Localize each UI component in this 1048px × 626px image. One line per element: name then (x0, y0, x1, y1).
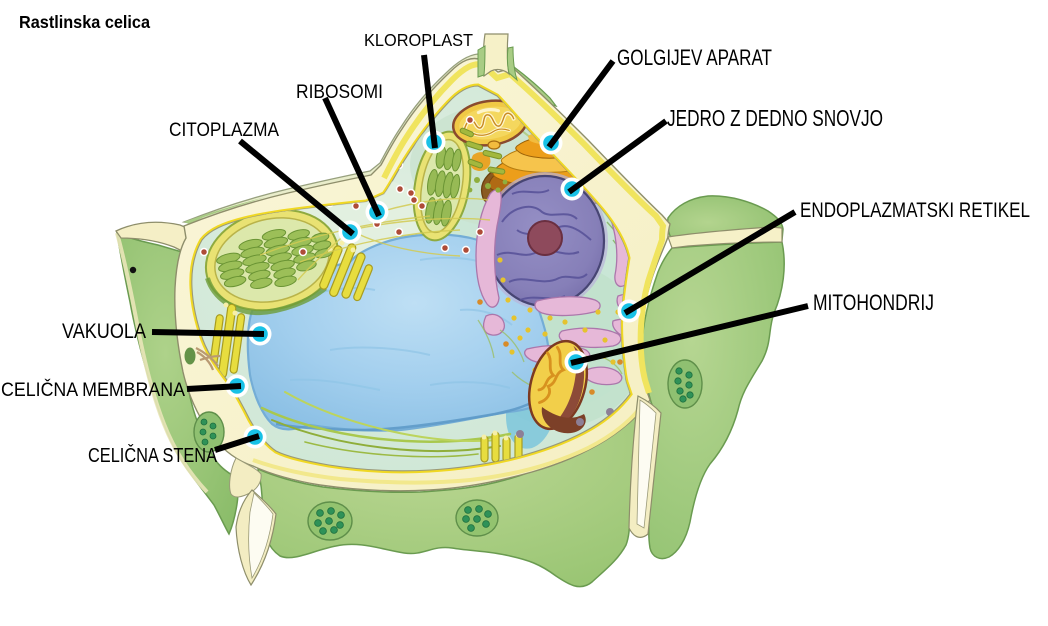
svg-text:MITOHONDRIJ: MITOHONDRIJ (813, 290, 934, 315)
svg-text:Rastlinska celica: Rastlinska celica (19, 12, 150, 32)
svg-text:CELIČNA MEMBRANA: CELIČNA MEMBRANA (1, 378, 186, 401)
svg-text:GOLGIJEV APARAT: GOLGIJEV APARAT (617, 45, 772, 70)
svg-text:RIBOSOMI: RIBOSOMI (296, 81, 383, 103)
svg-text:KLOROPLAST: KLOROPLAST (364, 30, 473, 50)
svg-text:VAKUOLA: VAKUOLA (62, 320, 146, 343)
svg-text:CELIČNA STENA: CELIČNA STENA (88, 444, 217, 467)
svg-text:CITOPLAZMA: CITOPLAZMA (169, 119, 280, 141)
svg-text:ENDOPLAZMATSKI RETIKEL: ENDOPLAZMATSKI RETIKEL (800, 198, 1030, 222)
svg-text:JEDRO Z DEDNO SNOVJO: JEDRO Z DEDNO SNOVJO (667, 105, 883, 131)
